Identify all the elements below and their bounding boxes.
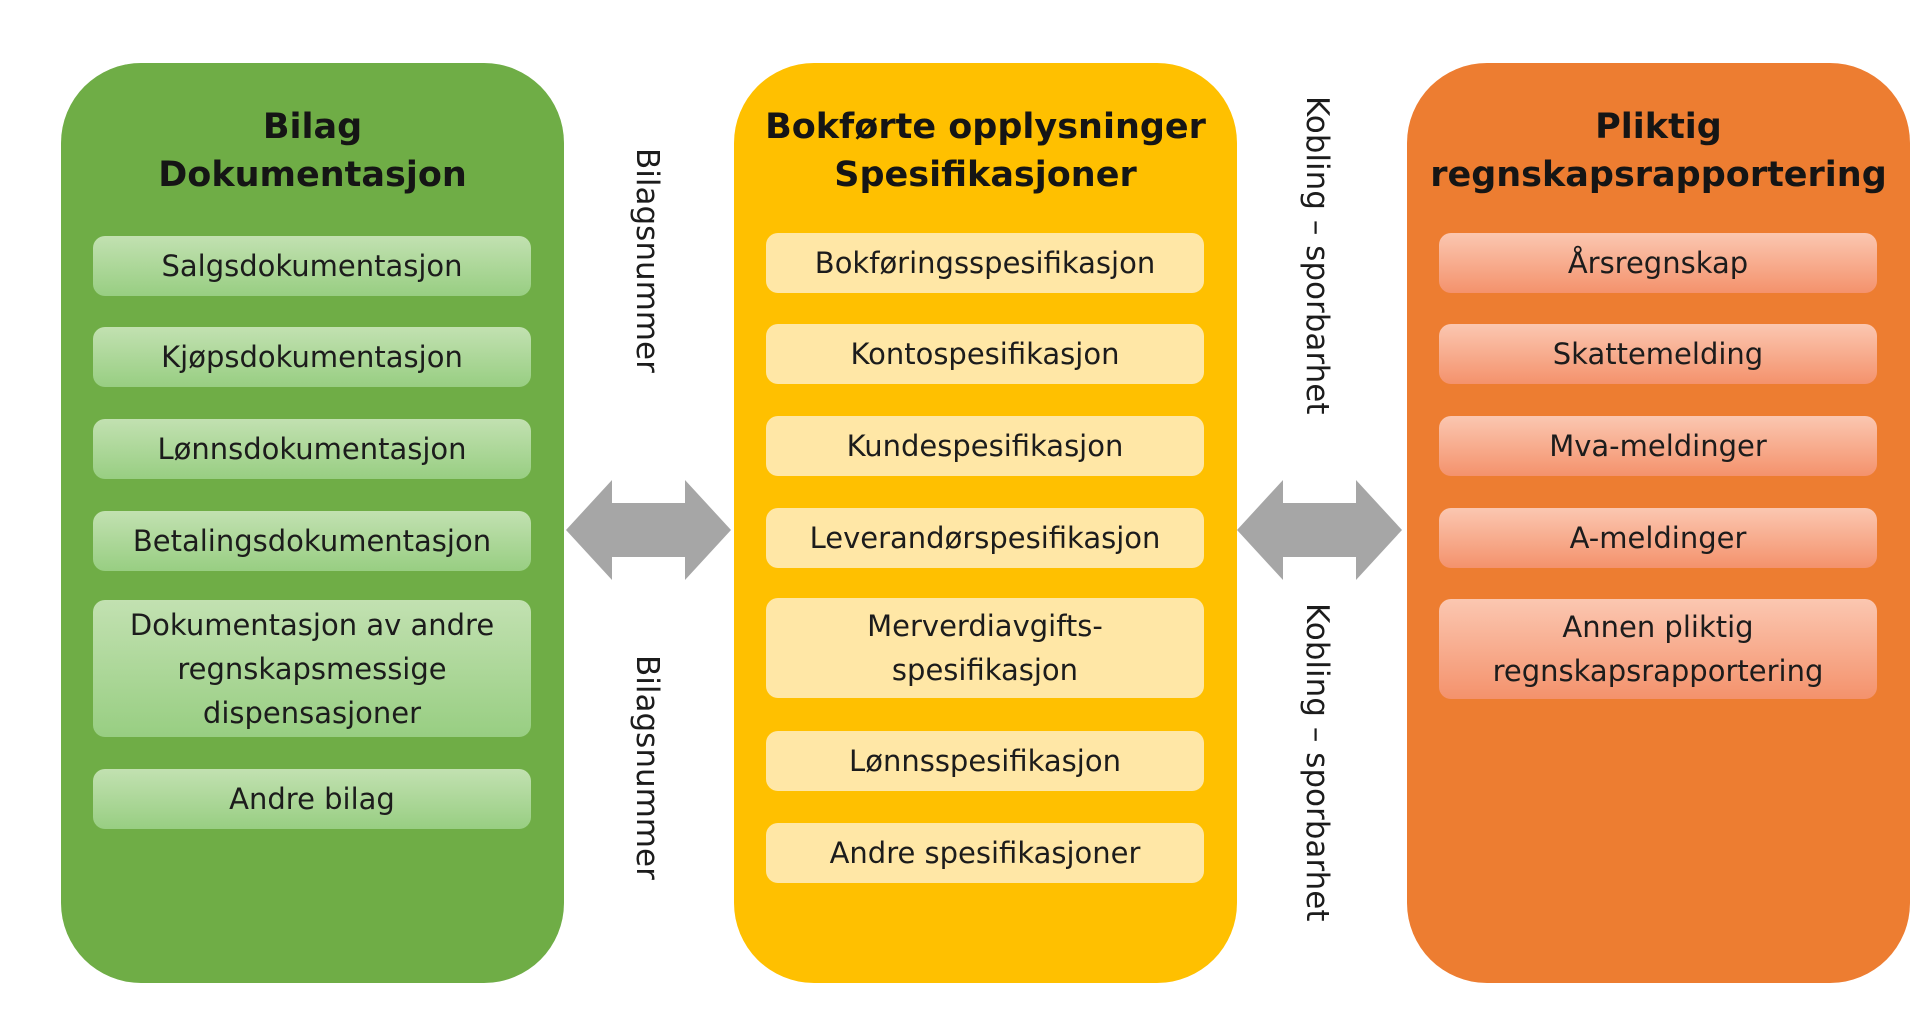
list-item: Dokumentasjon av andre regnskapsmessige … xyxy=(93,600,531,737)
list-item: Bokføringsspesifikasjon xyxy=(766,233,1204,293)
list-item: A-meldinger xyxy=(1439,508,1877,568)
list-item: Andre spesifikasjoner xyxy=(766,823,1204,883)
panel-title-line-1: Bokførte opplysninger xyxy=(765,107,1206,147)
connector-right-bottom-label: Kobling – sporbarhet xyxy=(1299,603,1335,922)
panel-bokforte-opplysninger: Bokførte opplysninger Spesifikasjoner Bo… xyxy=(734,63,1237,983)
list-item: Kjøpsdokumentasjon xyxy=(93,327,531,387)
panel-title-line-2: regnskapsrapportering xyxy=(1430,155,1887,195)
panel-title-line-2: Spesifikasjoner xyxy=(834,155,1137,195)
connector-right-top-label: Kobling – sporbarhet xyxy=(1299,96,1335,415)
list-item: Salgsdokumentasjon xyxy=(93,236,531,296)
list-item: Lønnsspesifikasjon xyxy=(766,731,1204,791)
list-item: Annen pliktig regnskapsrapportering xyxy=(1439,599,1877,699)
list-item: Mva-meldinger xyxy=(1439,416,1877,476)
list-item: Lønnsdokumentasjon xyxy=(93,419,531,479)
panel-title-line-1: Pliktig xyxy=(1595,107,1722,147)
double-arrow-icon xyxy=(1237,480,1402,580)
list-item: Skattemelding xyxy=(1439,324,1877,384)
list-item: Kundespesifikasjon xyxy=(766,416,1204,476)
panel-title: Bilag Dokumentasjon xyxy=(61,103,564,199)
double-arrow-icon xyxy=(566,480,731,580)
panel-title-line-2: Dokumentasjon xyxy=(158,155,467,195)
list-item: Årsregnskap xyxy=(1439,233,1877,293)
connector-left-bottom-label: Bilagsnummer xyxy=(629,655,665,880)
list-item: Betalingsdokumentasjon xyxy=(93,511,531,571)
panel-title: Bokførte opplysninger Spesifikasjoner xyxy=(734,103,1237,199)
panel-pliktig-regnskapsrapportering: Pliktig regnskapsrapportering Årsregnska… xyxy=(1407,63,1910,983)
list-item: Merverdiavgifts-spesifikasjon xyxy=(766,598,1204,698)
panel-title: Pliktig regnskapsrapportering xyxy=(1407,103,1910,199)
list-item: Kontospesifikasjon xyxy=(766,324,1204,384)
list-item: Leverandørspesifikasjon xyxy=(766,508,1204,568)
panel-bilag: Bilag Dokumentasjon Salgsdokumentasjon K… xyxy=(61,63,564,983)
connector-left-top-label: Bilagsnummer xyxy=(629,148,665,373)
panel-title-line-1: Bilag xyxy=(262,107,363,147)
list-item: Andre bilag xyxy=(93,769,531,829)
